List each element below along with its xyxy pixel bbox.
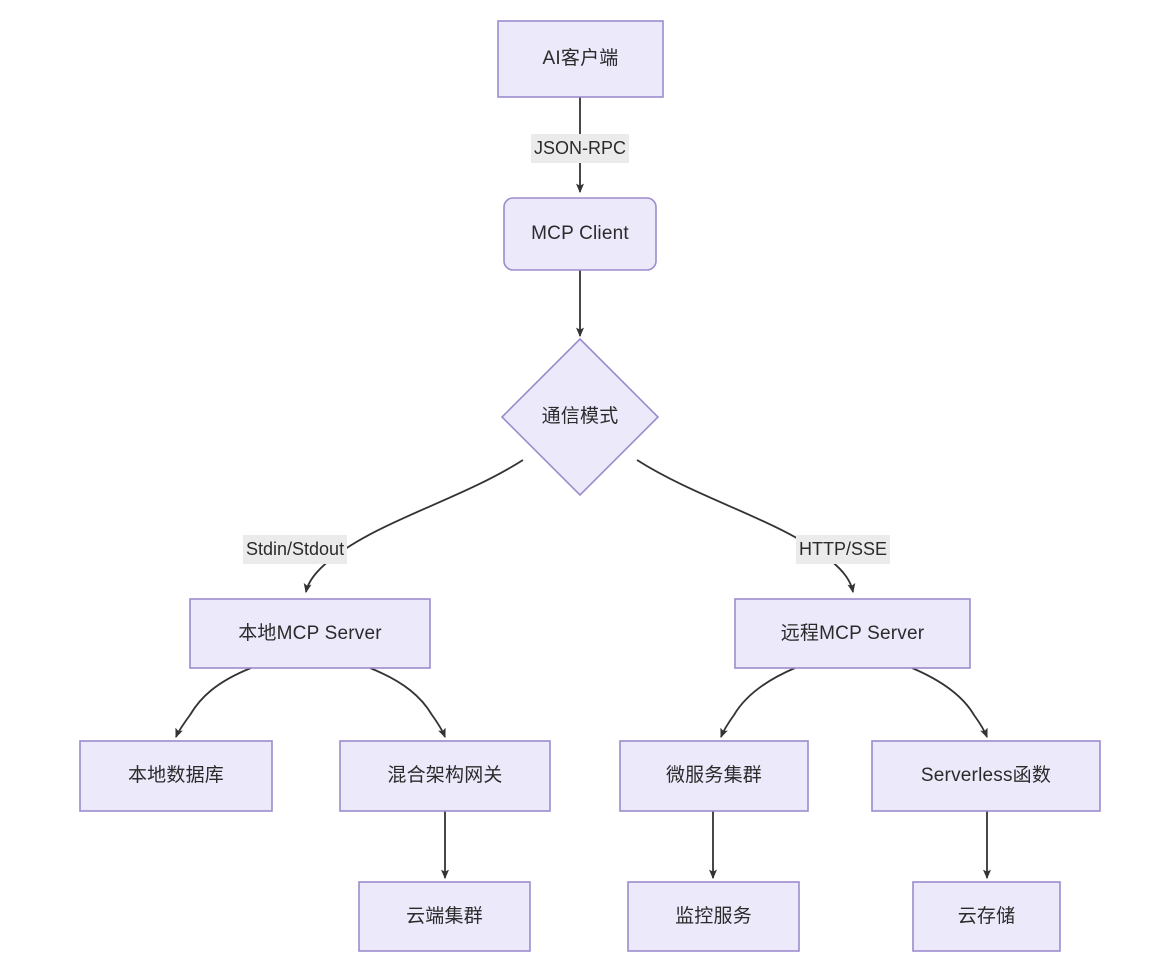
edge-remote-server-to-serverless	[911, 667, 988, 739]
edge-label-http-sse: HTTP/SSE	[796, 535, 891, 564]
node-mcp-client-shape[interactable]	[503, 197, 657, 271]
edge-transport-to-local-server	[303, 459, 524, 594]
node-shape-group	[79, 20, 1101, 952]
node-hybrid-gateway-shape[interactable]	[339, 740, 551, 812]
edge-local-server-to-local-db	[175, 667, 252, 739]
node-monitoring-shape[interactable]	[627, 881, 800, 952]
node-remote-server-shape[interactable]	[734, 598, 971, 669]
node-ai-client-shape[interactable]	[497, 20, 664, 98]
node-microservices-shape[interactable]	[619, 740, 809, 812]
node-serverless-shape[interactable]	[871, 740, 1101, 812]
edge-group	[175, 97, 991, 880]
edge-label-stdin-stdout: Stdin/Stdout	[243, 535, 348, 564]
edge-local-server-to-hybrid-gateway	[369, 667, 446, 739]
node-local-db-shape[interactable]	[79, 740, 273, 812]
node-cloud-cluster-shape[interactable]	[358, 881, 531, 952]
node-cloud-storage-shape[interactable]	[912, 881, 1061, 952]
edge-remote-server-to-microservices	[720, 667, 796, 739]
edge-label-json-rpc: JSON-RPC	[531, 134, 630, 163]
node-transport-shape[interactable]	[500, 337, 660, 497]
node-local-server-shape[interactable]	[189, 598, 431, 669]
edge-transport-to-remote-server	[636, 459, 856, 594]
